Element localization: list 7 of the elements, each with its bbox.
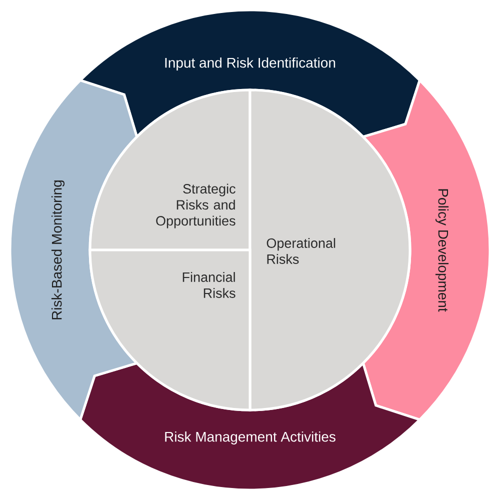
- quadrant-sector: Strategic Risks and Opportunities: [88, 88, 252, 252]
- quadrant-sector: Operational Risks: [248, 88, 412, 412]
- cycle-arrow-segment: Input and Risk Identification: [79, 8, 421, 138]
- quadrant-sector: Financial Risks: [88, 248, 252, 412]
- cycle-arrow-segment: Risk Management Activities: [79, 362, 421, 492]
- cycle-arrow-segment: Risk-Based Monitoring: [8, 79, 138, 421]
- cycle-arrow-segment: Policy Development: [362, 79, 492, 421]
